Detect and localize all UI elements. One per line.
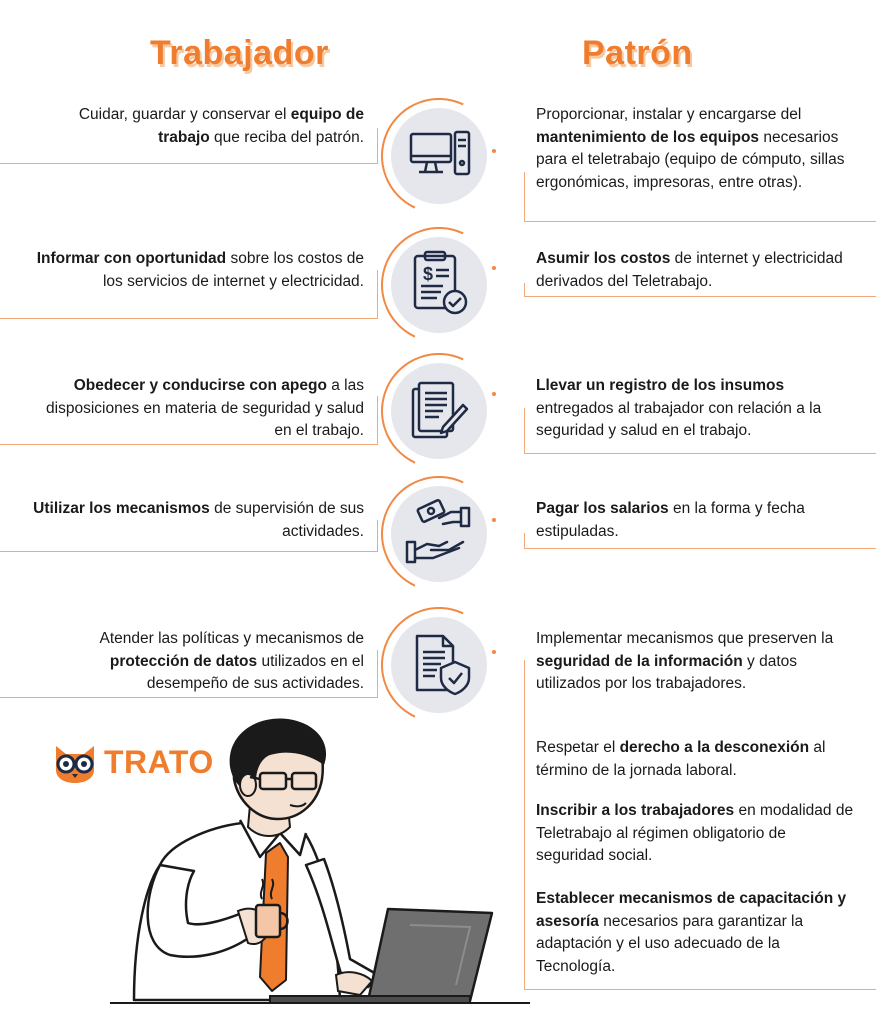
connector-line	[0, 697, 377, 698]
worker-title: Trabajador	[150, 34, 329, 72]
employer-title: Patrón	[582, 34, 693, 72]
connector-line	[524, 296, 876, 297]
brand-logo: TRATO	[52, 740, 214, 784]
computer-icon	[409, 130, 471, 176]
connector-line	[377, 270, 378, 319]
employer-duty-4: Pagar los salarios en la forma y fecha e…	[536, 500, 805, 540]
connector-line	[0, 163, 377, 164]
ring-dot	[492, 392, 496, 396]
payment-hands-icon	[405, 498, 471, 564]
connector-line	[377, 396, 378, 445]
employer-duty-6: Respetar el derecho a la desconexión al …	[536, 739, 826, 779]
employer-duty-2: Asumir los costos de internet y electric…	[536, 250, 843, 290]
owl-icon	[56, 746, 94, 783]
connector-line	[377, 128, 378, 164]
worker-illustration	[110, 718, 530, 1004]
connector-line	[524, 283, 525, 297]
connector-line	[524, 408, 525, 454]
connector-line	[524, 533, 525, 549]
connector-line	[524, 989, 876, 990]
worker-duty-1: Cuidar, guardar y conservar el equipo de…	[78, 106, 364, 146]
ring-dot	[492, 149, 496, 153]
connector-line	[524, 221, 876, 222]
invoice-icon: $	[413, 250, 468, 315]
connector-line	[0, 444, 377, 445]
data-protection-icon	[415, 634, 471, 696]
ring-dot	[492, 650, 496, 654]
connector-line	[524, 660, 525, 990]
worker-duty-4: Utilizar los mecanismos de supervisión d…	[33, 500, 364, 540]
connector-line	[377, 650, 378, 698]
employer-duty-1: Proporcionar, instalar y encargarse del …	[536, 106, 845, 191]
svg-text:$: $	[423, 264, 433, 284]
connector-line	[0, 551, 377, 552]
connector-line	[524, 172, 525, 222]
worker-duty-5: Atender las políticas y mecanismos de pr…	[99, 630, 364, 692]
connector-line	[0, 318, 377, 319]
employer-duty-8: Establecer mecanismos de capacitación y …	[536, 890, 847, 975]
connector-line	[377, 520, 378, 552]
employer-duty-3: Llevar un registro de los insumos entreg…	[536, 377, 822, 439]
employer-duty-7: Inscribir a los trabajadores en modalida…	[536, 802, 854, 864]
ring-dot	[492, 266, 496, 270]
document-pen-icon	[411, 381, 469, 439]
ring-dot	[492, 518, 496, 522]
brand-name: TRATO	[104, 743, 214, 780]
employer-duty-5: Implementar mecanismos que preserven la …	[536, 630, 834, 692]
connector-line	[524, 453, 876, 454]
worker-duty-3: Obedecer y conducirse con apego a las di…	[46, 377, 364, 439]
connector-line	[524, 548, 876, 549]
worker-duty-2: Informar con oportunidad sobre los costo…	[36, 250, 364, 290]
